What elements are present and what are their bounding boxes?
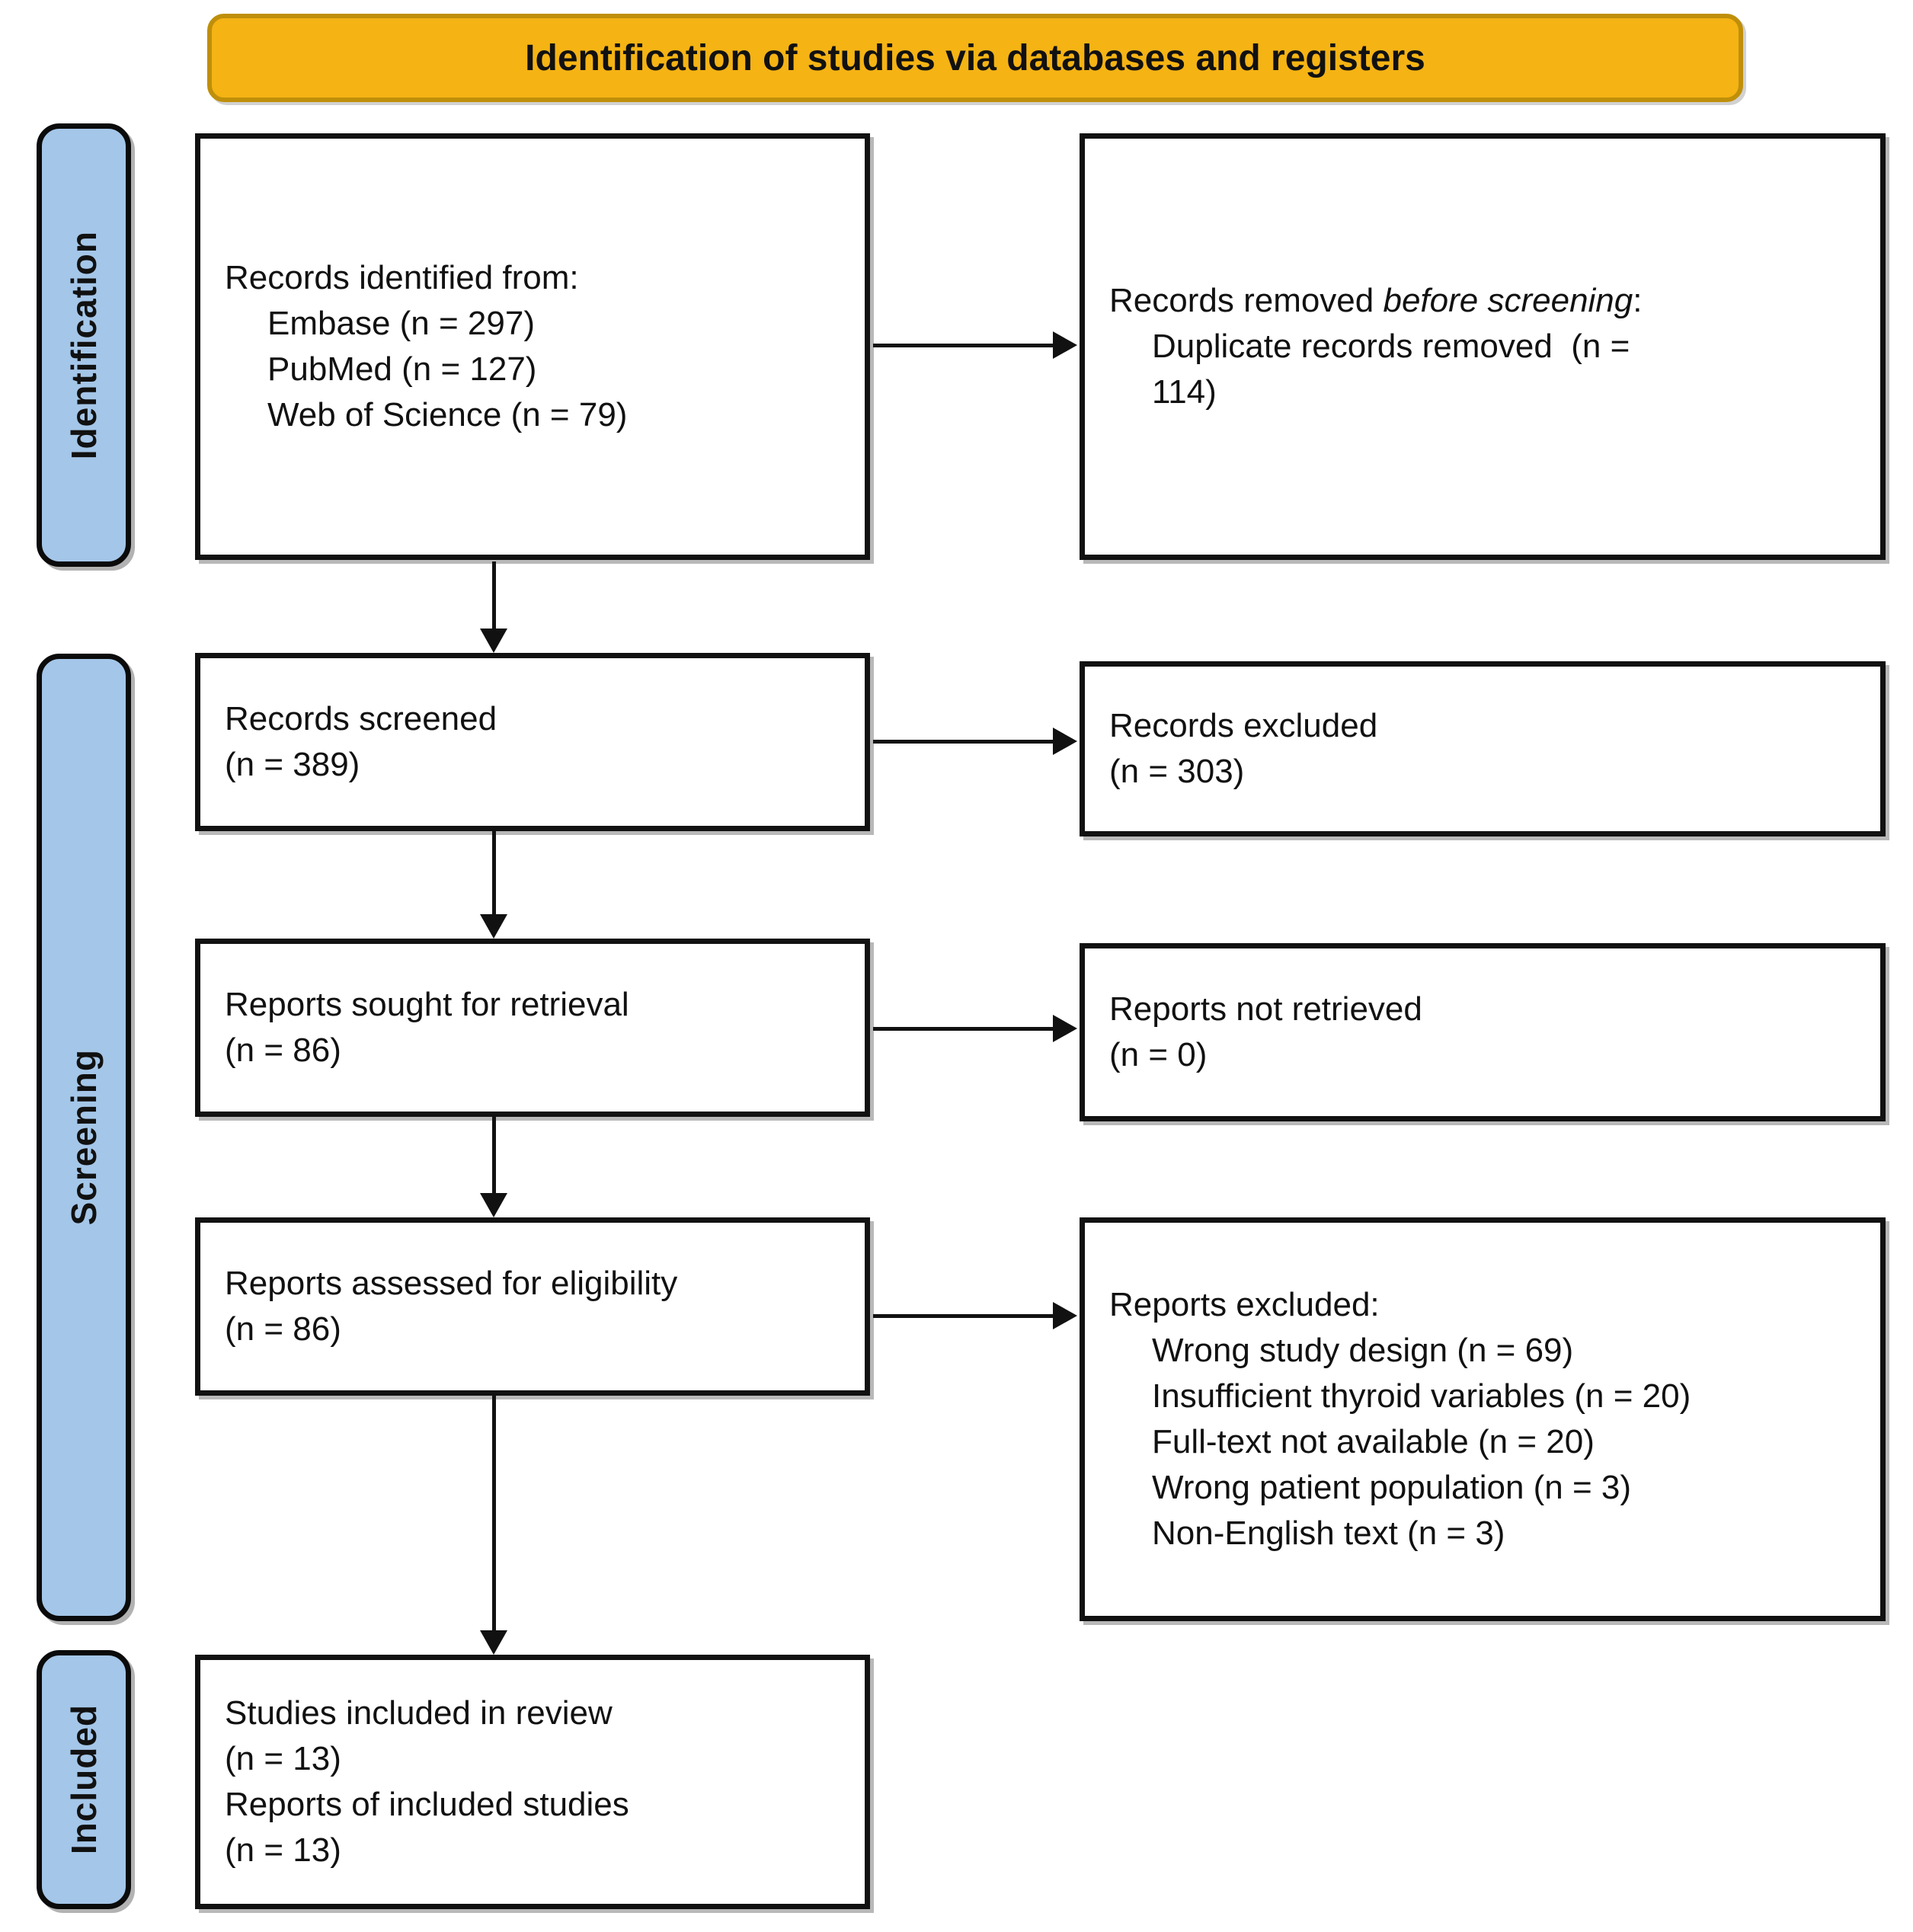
box-records-excluded: Records excluded (n = 303) [1080,661,1886,836]
reports-sought-line1: Reports sought for retrieval [225,986,629,1023]
box-records-screened: Records screened (n = 389) [195,653,870,831]
records-removed-heading-post: : [1633,282,1643,319]
box-reports-sought: Reports sought for retrieval (n = 86) [195,939,870,1117]
reports-excluded-heading: Reports excluded: [1109,1286,1380,1323]
records-removed-item-line2: 114) [1152,373,1217,411]
records-excluded-line1: Records excluded [1109,707,1378,744]
studies-included-line3: Reports of included studies [225,1786,629,1823]
stage-label-screening-text: Screening [64,1049,104,1226]
arrow-shaft [492,831,496,916]
diagram-title: Identification of studies via databases … [525,37,1425,78]
stage-label-included-text: Included [64,1704,104,1855]
arrow-shaft [492,561,496,630]
studies-included-line1: Studies included in review [225,1694,613,1732]
records-identified-item-embase: Embase (n = 297) [267,305,535,342]
box-records-removed: Records removed before screening: Duplic… [1080,133,1886,560]
studies-included-line4: (n = 13) [225,1831,341,1869]
arrow-down-screened-to-sought [480,831,507,939]
arrow-shaft [873,740,1054,744]
arrow-head-icon [1053,1302,1077,1329]
stage-label-identification-text: Identification [64,230,104,460]
records-screened-line1: Records screened [225,700,497,737]
records-screened-line2: (n = 389) [225,746,360,783]
reports-not-retrieved-line1: Reports not retrieved [1109,990,1422,1028]
records-excluded-line2: (n = 303) [1109,753,1245,790]
arrow-shaft [873,1027,1054,1031]
arrow-head-icon [480,914,507,939]
arrow-head-icon [1053,1015,1077,1042]
reports-excluded-item-insufficient-variables: Insufficient thyroid variables (n = 20) [1152,1377,1691,1415]
stage-label-included: Included [37,1650,131,1909]
arrow-right-identified-to-removed [873,331,1077,359]
records-removed-heading-pre: Records removed [1109,282,1384,319]
box-studies-included: Studies included in review (n = 13) Repo… [195,1655,870,1909]
arrow-head-icon [1053,331,1077,359]
records-identified-item-web-of-science: Web of Science (n = 79) [267,396,628,433]
arrow-shaft [873,344,1054,347]
arrow-down-identified-to-screened [480,561,507,653]
records-identified-item-pubmed: PubMed (n = 127) [267,350,537,388]
arrow-head-icon [480,629,507,653]
box-reports-excluded: Reports excluded: Wrong study design (n … [1080,1217,1886,1621]
arrow-down-assessed-to-included [480,1396,507,1655]
reports-not-retrieved-line2: (n = 0) [1109,1036,1208,1073]
reports-assessed-line2: (n = 86) [225,1310,341,1348]
diagram-title-banner: Identification of studies via databases … [207,14,1743,102]
records-removed-heading-italic: before screening [1383,282,1633,319]
arrow-head-icon [1053,728,1077,755]
records-identified-heading: Records identified from: [225,259,579,296]
reports-sought-line2: (n = 86) [225,1032,341,1069]
reports-assessed-line1: Reports assessed for eligibility [225,1265,678,1302]
arrow-shaft [873,1314,1054,1318]
studies-included-line2: (n = 13) [225,1740,341,1777]
records-removed-item-line1: Duplicate records removed (n = [1152,328,1630,365]
stage-label-identification: Identification [37,123,131,567]
stage-label-screening: Screening [37,654,131,1621]
arrow-right-sought-to-not-retrieved [873,1015,1077,1042]
arrow-right-screened-to-excluded [873,728,1077,755]
arrow-right-assessed-to-excluded [873,1302,1077,1329]
records-removed-heading: Records removed before screening: [1109,278,1867,324]
arrow-shaft [492,1117,496,1195]
reports-excluded-item-wrong-population: Wrong patient population (n = 3) [1152,1469,1632,1506]
box-records-identified: Records identified from: Embase (n = 297… [195,133,870,560]
reports-excluded-item-fulltext-unavailable: Full-text not available (n = 20) [1152,1423,1595,1460]
box-reports-not-retrieved: Reports not retrieved (n = 0) [1080,943,1886,1121]
arrow-down-sought-to-assessed [480,1117,507,1217]
reports-excluded-item-wrong-design: Wrong study design (n = 69) [1152,1332,1574,1369]
box-reports-assessed: Reports assessed for eligibility (n = 86… [195,1217,870,1396]
arrow-shaft [492,1396,496,1632]
arrow-head-icon [480,1193,507,1217]
arrow-head-icon [480,1630,507,1655]
reports-excluded-item-non-english: Non-English text (n = 3) [1152,1515,1505,1552]
